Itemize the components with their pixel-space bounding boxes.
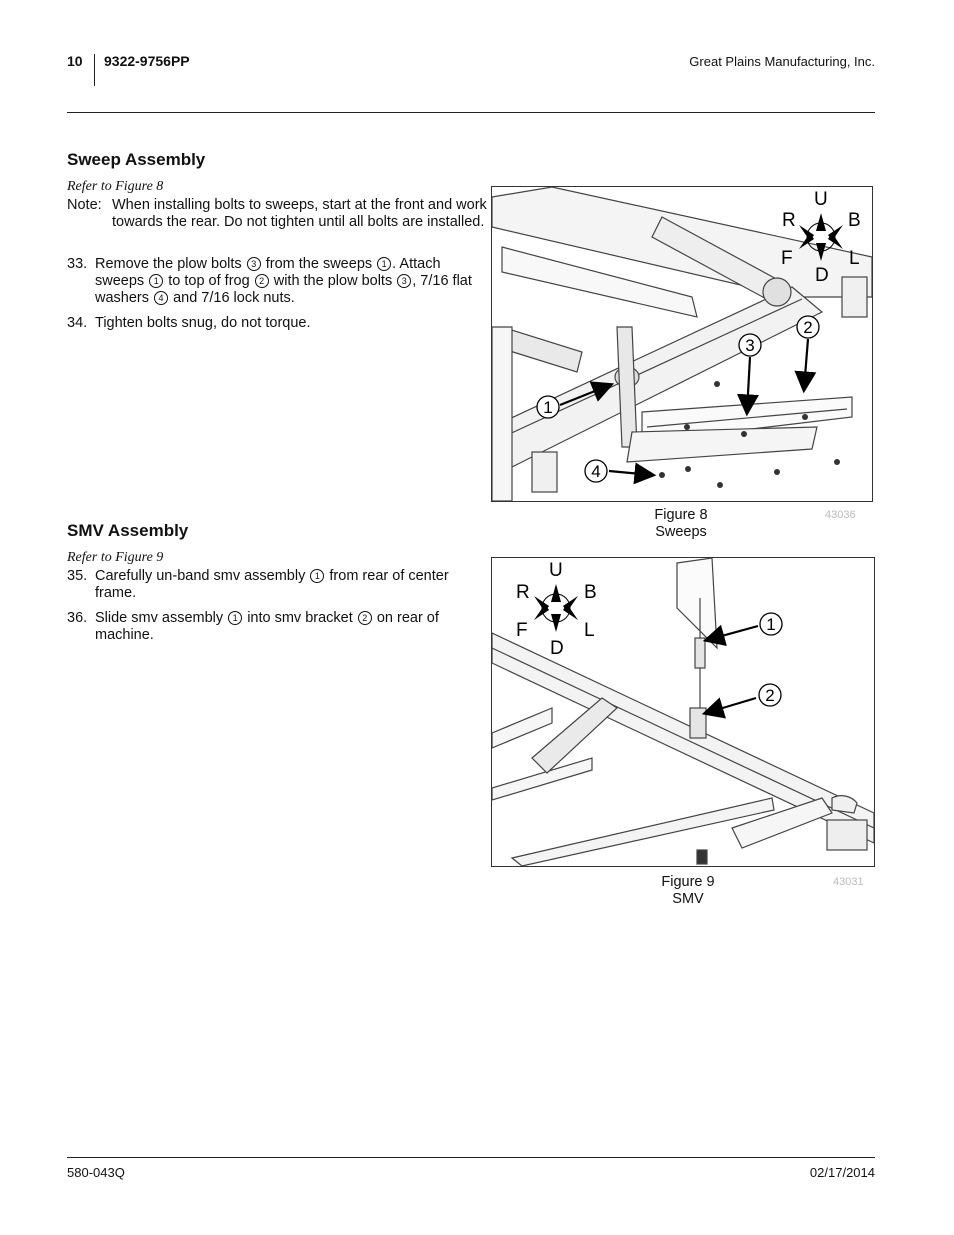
figure-8-sweeps: U D R B F L 1 3 2 4 — [491, 186, 873, 502]
sweep-note: Note: When installing bolts to sweeps, s… — [67, 197, 487, 231]
callout-label-1: 1 — [766, 615, 775, 634]
footer-date: 02/17/2014 — [809, 1165, 875, 1180]
figure-8-id: 43036 — [825, 509, 856, 521]
compass-down: D — [815, 265, 829, 286]
step-33: 33. Remove the plow bolts 3 from the swe… — [67, 256, 487, 307]
leader-arrow-2 — [794, 338, 817, 394]
figure-8-caption: Figure 8 Sweeps — [621, 507, 741, 541]
compass-front: F — [781, 248, 793, 269]
callout-circle-4 — [584, 459, 608, 483]
note-label: Note: — [67, 197, 102, 213]
direction-compass: U D R B F L — [781, 189, 861, 286]
direction-compass: U D R B F L — [516, 560, 597, 659]
step-text: Slide smv assembly 1 into smv bracket 2 … — [95, 610, 439, 643]
callout-1-ref: 1 — [310, 569, 325, 583]
compass-back: B — [584, 582, 597, 603]
step-number: 36. — [67, 610, 88, 626]
figure-9-id: 43031 — [833, 876, 864, 888]
caption-line-1: Figure 9 — [661, 874, 715, 890]
smv-assembly-title: SMV Assembly — [67, 521, 189, 540]
compass-right: R — [782, 210, 796, 231]
leader-arrow-2 — [701, 696, 757, 719]
smv-illustration: U D R B F L 1 2 — [492, 558, 874, 866]
step-number: 34. — [67, 315, 88, 331]
frame-drawing — [492, 558, 874, 866]
leader-arrow-4 — [608, 462, 657, 485]
company-name: Great Plains Manufacturing, Inc. — [689, 54, 875, 69]
callout-label-3: 3 — [745, 336, 754, 355]
compass-down: D — [550, 638, 564, 659]
callout-1-ref: 1 — [228, 611, 243, 625]
sweeps-illustration: U D R B F L 1 3 2 4 — [492, 187, 872, 501]
step-36: 36. Slide smv assembly 1 into smv bracke… — [67, 610, 487, 644]
footer-doc-code: 580-043Q — [67, 1165, 125, 1180]
step-34: 34. Tighten bolts snug, do not torque. — [67, 315, 487, 332]
step-number: 33. — [67, 256, 88, 272]
callout-label-2: 2 — [765, 686, 774, 705]
header-divider — [94, 54, 95, 86]
caption-line-2: SMV — [672, 891, 704, 907]
compass-up: U — [814, 189, 828, 210]
leader-arrow-1 — [559, 381, 615, 407]
compass-front: F — [516, 620, 528, 641]
step-text: Tighten bolts snug, do not torque. — [95, 315, 311, 331]
step-35: 35. Carefully un-band smv assembly 1 fro… — [67, 568, 487, 602]
callout-circle-2 — [796, 315, 820, 339]
bolts — [659, 381, 840, 488]
frame-drawing — [492, 187, 872, 501]
header-rule — [67, 112, 875, 113]
sweep-refer: Refer to Figure 8 — [67, 179, 164, 194]
compass-back: B — [848, 210, 861, 231]
leader-arrow-3 — [736, 356, 759, 417]
callout-3-ref: 3 — [246, 257, 261, 271]
page-number: 10 — [67, 53, 83, 69]
caption-line-1: Figure 8 — [654, 507, 708, 523]
compass-up: U — [549, 560, 563, 581]
footer-rule — [67, 1157, 875, 1158]
caption-line-2: Sweeps — [655, 524, 707, 540]
step-text: Carefully un-band smv assembly 1 from re… — [95, 568, 449, 601]
callout-circle-2 — [758, 683, 782, 707]
callout-2-ref: 2 — [357, 611, 372, 625]
compass-right: R — [516, 582, 530, 603]
callout-1-ref: 1 — [149, 274, 164, 288]
figure-9-smv: U D R B F L 1 2 — [491, 557, 875, 867]
note-text: When installing bolts to sweeps, start a… — [112, 197, 487, 230]
sweep-assembly-title: Sweep Assembly — [67, 150, 206, 169]
step-number: 35. — [67, 568, 88, 584]
callout-label-1: 1 — [543, 398, 552, 417]
callout-label-2: 2 — [803, 318, 812, 337]
callout-2-ref: 2 — [254, 274, 269, 288]
leader-arrow-1 — [702, 624, 759, 646]
callout-1-ref: 1 — [377, 257, 392, 271]
smv-refer: Refer to Figure 9 — [67, 550, 164, 565]
doc-number: 9322-9756PP — [104, 53, 190, 69]
callout-circle-1 — [759, 612, 783, 636]
figure-9-caption: Figure 9 SMV — [628, 874, 748, 908]
callout-3-ref: 3 — [397, 274, 412, 288]
callout-circle-3 — [738, 333, 762, 357]
step-text: Remove the plow bolts 3 from the sweeps … — [95, 256, 472, 306]
callout-circle-1 — [536, 395, 560, 419]
callout-4-ref: 4 — [154, 291, 169, 305]
compass-left: L — [584, 620, 595, 641]
compass-left: L — [849, 248, 860, 269]
callout-label-4: 4 — [591, 462, 600, 481]
